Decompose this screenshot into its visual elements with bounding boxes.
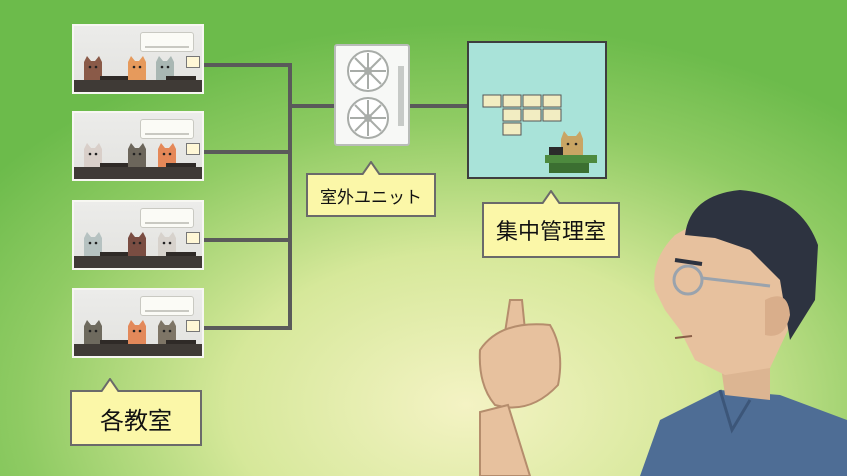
eyebrow: [674, 258, 703, 266]
central-control-room: [467, 41, 607, 179]
classroom-3: [72, 200, 204, 270]
outdoor-unit-label: 室外ユニット: [306, 161, 436, 217]
mouth: [674, 335, 693, 339]
wall-controller: [186, 56, 200, 68]
cat-icon: [82, 232, 104, 256]
cat-icon: [126, 320, 148, 344]
pointing-hand-icon: [478, 299, 562, 476]
outdoor-unit-text: 室外ユニット: [320, 187, 422, 208]
wire-classroom-3: [204, 238, 292, 242]
floor: [74, 167, 202, 179]
classrooms-label: 各教室: [70, 378, 202, 446]
wire-trunk: [288, 63, 292, 330]
shirt: [640, 390, 847, 476]
floor: [74, 256, 202, 268]
air-conditioner-icon: [140, 119, 194, 139]
wire-classroom-4: [204, 326, 292, 330]
ear: [765, 296, 790, 336]
cat-icon: [156, 143, 178, 167]
air-conditioner-icon: [140, 296, 194, 316]
face: [654, 215, 788, 375]
classroom-1: [72, 24, 204, 94]
classroom-2: [72, 111, 204, 181]
central-control-room-text: 集中管理室: [495, 220, 606, 245]
cat-icon: [126, 143, 148, 167]
wire-classroom-2: [204, 150, 292, 154]
cat-icon: [126, 56, 148, 80]
cat-icon: [156, 320, 178, 344]
outdoor-unit: [334, 44, 410, 146]
callout-pointer: [362, 161, 380, 175]
wire-to-control-room: [410, 104, 470, 108]
cat-icon: [156, 232, 178, 256]
classrooms-text: 各教室: [100, 406, 172, 435]
air-conditioner-icon: [140, 208, 194, 228]
classroom-4: [72, 288, 204, 358]
cat-icon: [82, 143, 104, 167]
cat-icon: [154, 56, 176, 80]
cat-icon: [82, 320, 104, 344]
desk: [545, 155, 597, 163]
wall-controller: [186, 143, 200, 155]
wall-controller: [186, 232, 200, 244]
wire-to-outdoor-unit: [288, 104, 336, 108]
glasses: [672, 264, 771, 296]
floor: [74, 80, 202, 92]
wall-controller: [186, 320, 200, 332]
callout-pointer: [542, 190, 560, 204]
control-panel: [482, 94, 562, 136]
wire-classroom-1: [204, 63, 292, 67]
man-pointing-illustration: [478, 190, 847, 476]
cat-icon: [126, 232, 148, 256]
fan-icon: [347, 50, 404, 139]
callout-pointer: [101, 378, 120, 392]
air-conditioner-icon: [140, 32, 194, 52]
floor: [74, 344, 202, 356]
cat-icon: [82, 56, 104, 80]
central-control-room-label: 集中管理室: [482, 190, 620, 258]
cat-icon: [561, 131, 583, 155]
laptop-icon: [549, 147, 563, 157]
